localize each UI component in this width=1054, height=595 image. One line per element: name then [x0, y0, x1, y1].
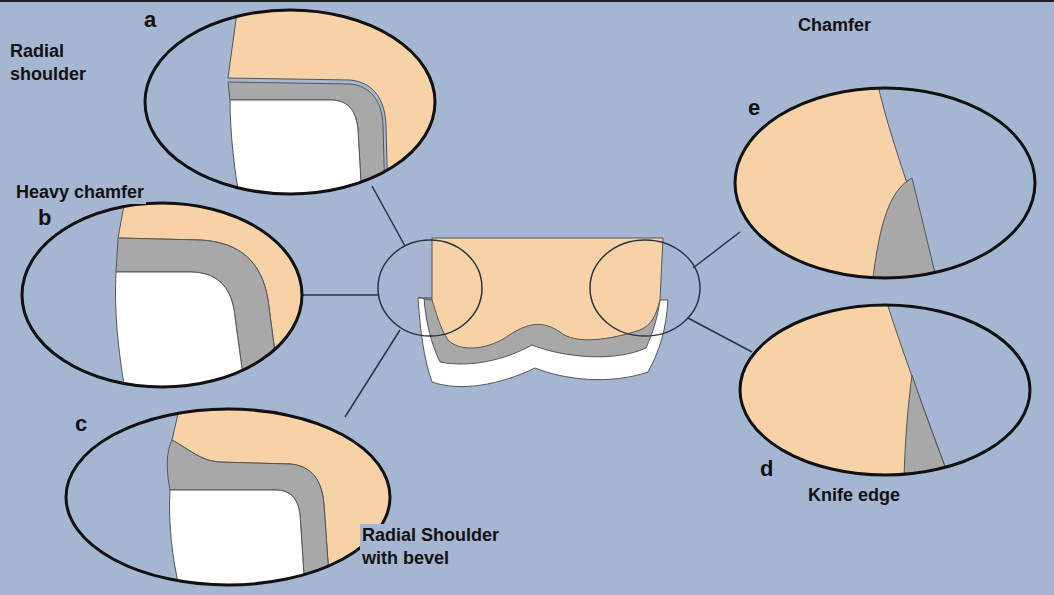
knife-edge-detail	[735, 300, 1035, 480]
margin-name: Radial Shoulder with bevel	[360, 524, 534, 569]
margin-name: Heavy chamfer	[14, 181, 146, 204]
callout-letter: d	[758, 455, 775, 483]
chamfer-detail	[730, 85, 1040, 285]
margin-name: Chamfer	[796, 14, 873, 37]
radial-shoulder-detail	[140, 5, 440, 205]
shoulder-bevel-detail	[60, 405, 395, 590]
callout-letter: a	[142, 6, 158, 34]
margin-name: Knife edge	[806, 484, 902, 507]
margin-name: Radial shoulder	[8, 40, 108, 85]
tooth-section	[378, 238, 700, 387]
heavy-chamfer-detail	[18, 200, 310, 390]
callout-letter: c	[73, 410, 89, 438]
callout-letter: b	[36, 204, 53, 232]
callout-letter: e	[746, 94, 762, 122]
